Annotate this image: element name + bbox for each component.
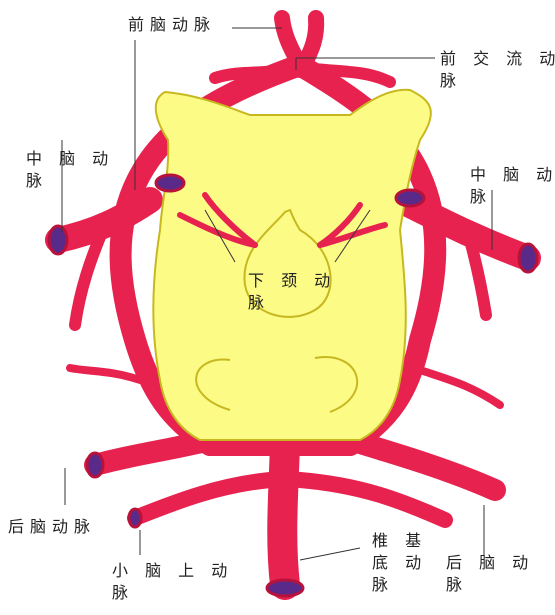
lumen-carotid-right <box>396 190 424 206</box>
label-posterior-cerebral-artery-left: 后脑动脉 <box>8 516 96 538</box>
label-basilar-artery: 椎 基 底 动 脉 <box>372 530 427 596</box>
lumen-middle-left <box>49 226 67 254</box>
lumen-carotid-left <box>156 175 184 191</box>
posterior-branch-right <box>420 370 500 405</box>
superior-cerebellar-artery-left <box>135 480 270 518</box>
label-anterior-communicating-artery: 前 交 流 动 脉 <box>440 48 555 92</box>
posterior-cerebral-artery-right <box>350 440 495 490</box>
lumen-superior-cerebellar-left <box>129 509 141 527</box>
lumen-posterior-left <box>87 453 103 477</box>
superior-cerebellar-artery-right <box>300 480 445 520</box>
lumen-basilar <box>267 580 303 596</box>
label-middle-cerebral-artery-right: 中 脑 动 脉 <box>470 164 555 208</box>
label-inferior-hypophyseal-artery: 下 颈 动 脉 <box>248 270 336 314</box>
pituitary-gland <box>153 90 431 440</box>
basilar-artery <box>282 445 285 585</box>
posterior-branch-left <box>70 368 140 380</box>
label-posterior-cerebral-artery-right: 后 脑 动 脉 <box>446 552 534 596</box>
label-anterior-cerebral-artery: 前脑动脉 <box>128 14 216 36</box>
label-superior-cerebellar-artery: 小 脑 上 动 脉 <box>112 560 233 604</box>
posterior-cerebral-artery-left <box>95 440 210 465</box>
lumen-middle-right <box>519 244 537 272</box>
label-middle-cerebral-artery-left: 中 脑 动 脉 <box>26 148 114 192</box>
